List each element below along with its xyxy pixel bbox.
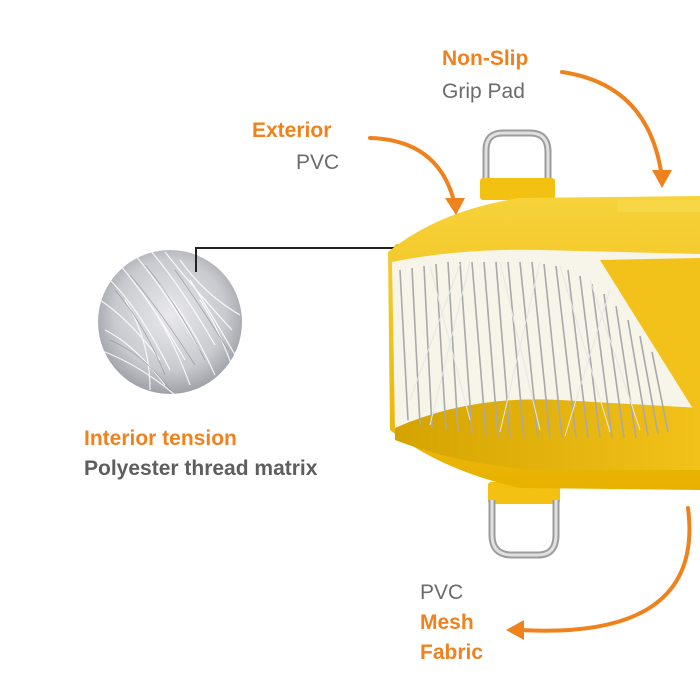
interior-subtitle: Polyester thread matrix: [84, 457, 318, 480]
exterior-title: Exterior: [252, 119, 332, 142]
d-ring-icon: [480, 129, 555, 200]
arrow-grip-icon: [560, 70, 664, 180]
mesh-line2: Mesh: [420, 611, 474, 634]
arrow-exterior-icon: [368, 136, 457, 207]
thread-matrix: [399, 261, 669, 439]
grip-title: Non-Slip: [442, 47, 529, 70]
grip-subtitle: Grip Pad: [442, 80, 525, 103]
exterior-subtitle: PVC: [296, 151, 340, 174]
fiber-closeup: [98, 250, 242, 394]
callout-leader-line: [195, 247, 398, 272]
mesh-line1: PVC: [420, 581, 464, 604]
interior-title: Interior tension: [84, 427, 237, 450]
arrow-mesh-icon: [518, 506, 692, 633]
thread-highlights: [409, 261, 641, 437]
d-ring-icon-bottom: [488, 482, 560, 559]
bag-body: [388, 196, 700, 490]
mesh-line3: Fabric: [420, 641, 484, 664]
